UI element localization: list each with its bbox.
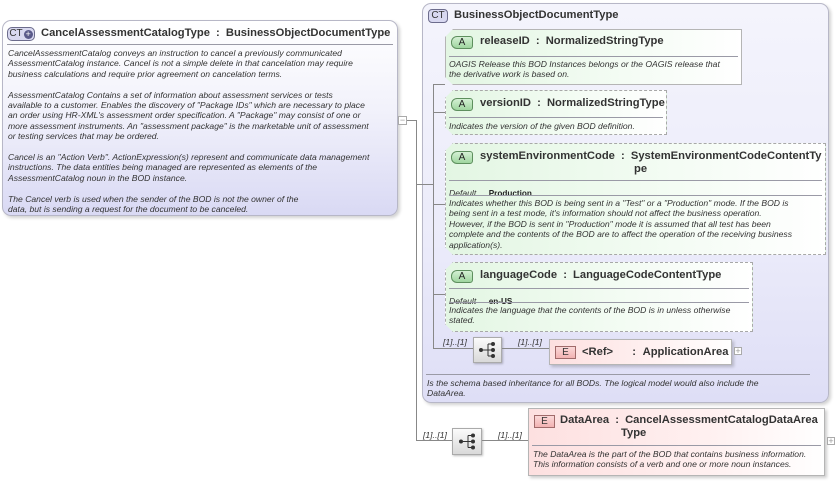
attribute-description: OAGIS Release this BOD Instances belongs…: [449, 59, 720, 80]
attribute-type: LanguageCodeContentType: [573, 269, 722, 281]
root-complex-type-box[interactable]: CT+ CancelAssessmentCatalogType : Busine…: [2, 20, 398, 216]
attribute-description: Indicates the language that the contents…: [449, 305, 731, 326]
sequence-icon: [479, 342, 495, 358]
connector-line: [416, 120, 417, 440]
complex-type-badge: CT: [428, 9, 448, 23]
complex-type-badge: CT+: [7, 27, 35, 41]
attribute-releaseid[interactable]: A releaseID : NormalizedStringType OAGIS…: [445, 29, 742, 85]
element-type: CancelAssessmentCatalogDataArea: [625, 414, 818, 426]
element-ref: <Ref>: [582, 346, 614, 358]
connector-line: [502, 348, 549, 349]
attribute-badge: A: [451, 151, 473, 164]
root-type-title: CancelAssessmentCatalogType : BusinessOb…: [41, 27, 391, 39]
sequence-compositor[interactable]: [473, 337, 502, 363]
element-multiplicity: [1]..[1]: [518, 337, 542, 347]
connector-line: [416, 440, 454, 441]
connector-line: [433, 348, 473, 349]
connector-line: [433, 84, 445, 85]
element-badge: E: [534, 415, 555, 428]
extension-plus-icon: +: [23, 29, 33, 39]
connector-line: [407, 120, 416, 121]
attribute-default: Default Production: [449, 188, 532, 198]
root-type-description: CancelAssessmentCatalog conveys an instr…: [8, 48, 370, 215]
attribute-type: NormalizedStringType: [545, 35, 664, 47]
attribute-name: languageCode: [480, 269, 558, 281]
element-description: The DataArea is the part of the BOD that…: [533, 449, 807, 470]
attribute-type: NormalizedStringType: [546, 97, 665, 109]
sequence-compositor[interactable]: [452, 428, 482, 455]
element-name: DataArea: [560, 414, 610, 426]
attribute-badge: A: [451, 36, 473, 49]
element-applicationarea[interactable]: E <Ref> : ApplicationArea: [549, 339, 732, 365]
base-complex-type-box[interactable]: CT BusinessObjectDocumentType A releaseI…: [417, 3, 829, 403]
expand-dataarea-button[interactable]: +: [827, 436, 835, 446]
sequence-icon: [459, 433, 475, 450]
attribute-systemenvironmentcode[interactable]: A systemEnvironmentCode : SystemEnvironm…: [445, 143, 826, 255]
connector-line: [482, 440, 528, 441]
root-base-type: BusinessObjectDocumentType: [225, 27, 391, 39]
attribute-languagecode[interactable]: A languageCode : LanguageCodeContentType…: [445, 262, 753, 332]
attribute-description: Indicates the version of the given BOD d…: [449, 121, 635, 131]
base-type-description: Is the schema based inheritance for all …: [427, 378, 759, 399]
attribute-versionid[interactable]: A versionID : NormalizedStringType Indic…: [445, 90, 667, 135]
connector-line: [417, 184, 433, 185]
collapse-toggle-button[interactable]: −: [398, 115, 407, 125]
element-dataarea[interactable]: E DataArea : CancelAssessmentCatalogData…: [528, 408, 825, 476]
attribute-default: Default en-US: [449, 296, 477, 306]
sequence-multiplicity: [1]..[1]: [443, 337, 467, 347]
connector-line: [433, 294, 445, 295]
connector-line: [433, 112, 445, 113]
base-type-title: BusinessObjectDocumentType: [454, 9, 619, 21]
root-type-name: CancelAssessmentCatalogType: [41, 27, 210, 39]
attribute-type: SystemEnvironmentCodeContentTy: [630, 150, 822, 162]
attribute-name: versionID: [480, 97, 531, 109]
attribute-name: releaseID: [480, 35, 530, 47]
expand-applicationarea-button[interactable]: +: [734, 346, 742, 356]
connector-line: [433, 204, 445, 205]
element-name: ApplicationArea: [642, 346, 729, 358]
element-multiplicity: [1]..[1]: [498, 430, 522, 440]
attribute-badge: A: [451, 98, 473, 111]
attribute-badge: A: [451, 270, 473, 283]
sequence-multiplicity: [1]..[1]: [423, 430, 447, 440]
attribute-description: Indicates whether this BOD is being sent…: [449, 198, 793, 250]
connector-line: [433, 84, 434, 348]
element-badge: E: [555, 346, 576, 359]
attribute-name: systemEnvironmentCode: [480, 150, 615, 162]
